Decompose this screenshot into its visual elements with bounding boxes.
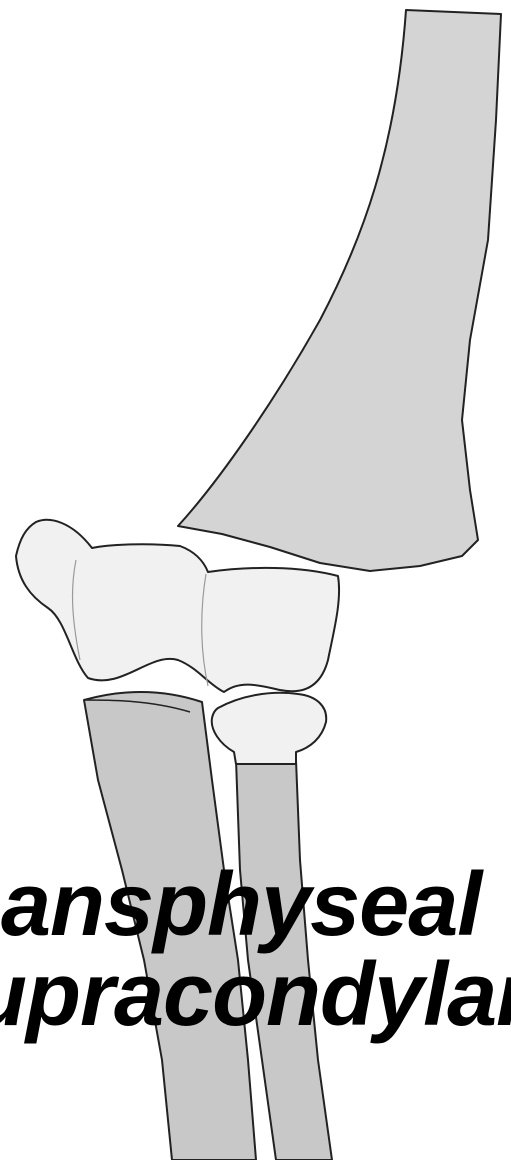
humerus-shaft <box>178 10 501 571</box>
radial-head <box>212 693 326 764</box>
caption-line-1: ansphyseal <box>1 860 481 950</box>
caption-line-2: upracondylar <box>0 950 511 1040</box>
